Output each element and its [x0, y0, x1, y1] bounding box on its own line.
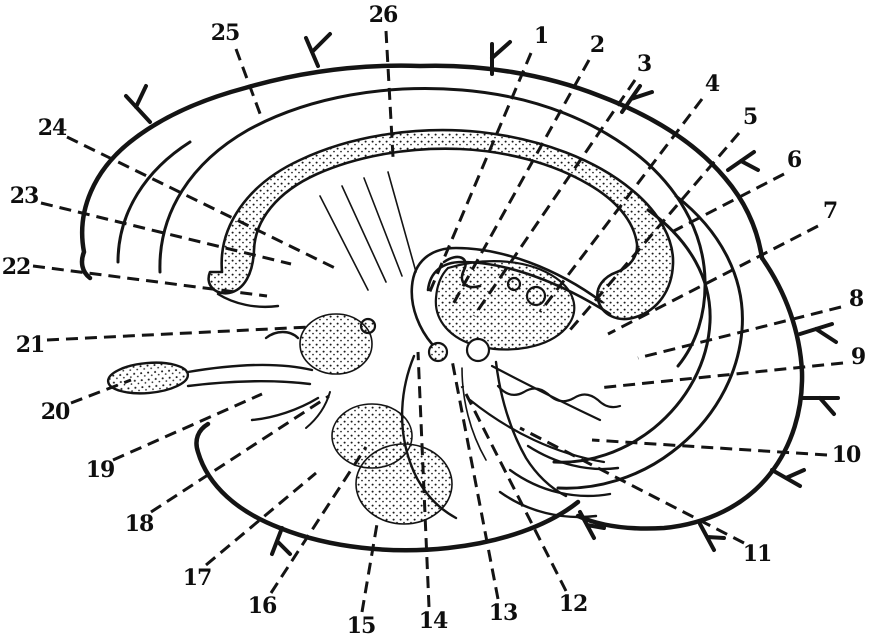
infundibulum: [305, 391, 331, 429]
pons: [355, 443, 453, 525]
thalamus: [359, 260, 576, 363]
interpeduncular-area: [465, 337, 491, 363]
leader-7: [607, 224, 819, 336]
leader-13: [450, 359, 500, 600]
label-5: 5: [742, 104, 758, 130]
leader-26: [384, 30, 395, 158]
label-6: 6: [786, 147, 802, 173]
leader-20: [70, 378, 132, 405]
leader-4: [538, 98, 704, 313]
leader-24: [66, 135, 338, 271]
leader-1: [426, 52, 533, 297]
label-13: 13: [488, 600, 519, 626]
label-19: 19: [85, 457, 116, 483]
leader-2: [450, 59, 591, 307]
sulci-branches: [124, 32, 840, 556]
label-24: 24: [37, 115, 68, 141]
leader-3: [472, 79, 637, 317]
label-11: 11: [742, 541, 773, 567]
septum-pellucidum: [319, 171, 417, 291]
leader-12: [460, 385, 568, 592]
leader-15: [360, 523, 379, 613]
olfactory-bulb-tract: [106, 330, 331, 429]
hypothalamus-uncus: [299, 313, 453, 525]
label-17: 17: [182, 565, 213, 591]
label-12: 12: [558, 591, 589, 617]
label-10: 10: [831, 442, 862, 468]
leader-22: [32, 264, 268, 298]
leader-11: [519, 426, 745, 545]
leader-14: [416, 351, 431, 608]
label-21: 21: [15, 332, 46, 358]
label-4: 4: [704, 71, 720, 97]
leader-18: [150, 394, 330, 514]
habenula: [506, 276, 522, 292]
label-20: 20: [40, 399, 71, 425]
corpus-callosum: [207, 128, 675, 321]
label-14: 14: [418, 608, 449, 634]
label-25: 25: [210, 20, 241, 46]
rostrum-line: [216, 292, 280, 308]
label-8: 8: [848, 286, 864, 312]
leader-10: [591, 438, 828, 457]
label-22: 22: [1, 254, 32, 280]
leader-16: [269, 446, 368, 594]
small-curve-mark: [264, 330, 300, 340]
label-26: 26: [368, 2, 399, 28]
label-9: 9: [850, 344, 866, 370]
label-18: 18: [124, 511, 155, 537]
label-1: 1: [533, 23, 549, 49]
label-23: 23: [9, 183, 40, 209]
label-2: 2: [589, 32, 605, 58]
brainstem-cerebellum: [400, 354, 620, 520]
leader-9: [597, 361, 844, 390]
leader-23: [40, 201, 292, 266]
mammillary-body: [427, 341, 449, 363]
pineal-body: [525, 285, 547, 307]
label-15: 15: [346, 613, 377, 639]
label-7: 7: [822, 198, 838, 224]
leader-8: [637, 305, 842, 360]
leader-25: [234, 48, 264, 120]
leader-5: [568, 132, 741, 331]
leader-6: [667, 172, 785, 236]
leader-19: [112, 392, 263, 462]
label-16: 16: [247, 593, 278, 619]
label-3: 3: [636, 51, 652, 77]
leader-17: [205, 471, 317, 567]
optic-nerve: [250, 396, 320, 422]
leader-21: [46, 325, 311, 342]
hippocampus: [468, 364, 622, 464]
leader-lines: [32, 30, 844, 613]
